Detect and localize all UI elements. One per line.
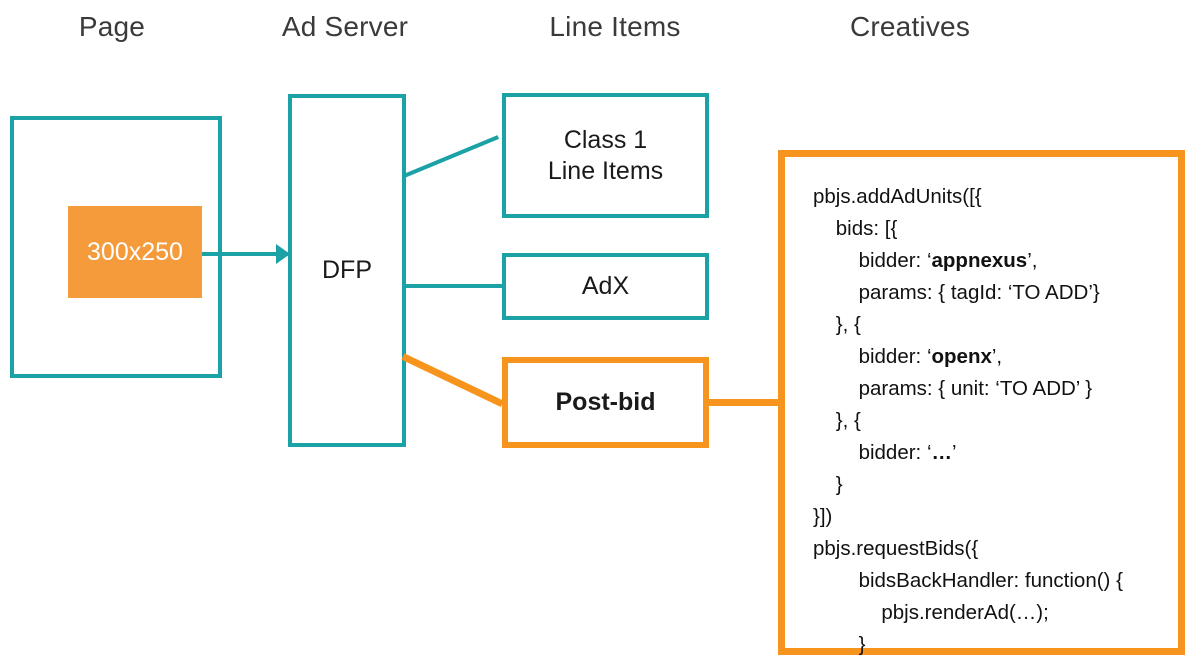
line-item-box-class1: Class 1 Line Items bbox=[502, 93, 709, 218]
connector-ad-slot-to-dfp bbox=[202, 252, 288, 256]
code-line: }, { bbox=[813, 409, 861, 432]
arrow-head-icon bbox=[276, 244, 290, 264]
connector-dfp-to-adx bbox=[404, 284, 504, 288]
line-item-box-adx: AdX bbox=[502, 253, 709, 320]
code-line: pbjs.addAdUnits([{ bbox=[813, 185, 982, 208]
code-line: bidder: ‘openx’, bbox=[813, 345, 1003, 368]
code-line: bidsBackHandler: function() { bbox=[813, 569, 1123, 592]
column-header-line-items: Line Items bbox=[549, 11, 681, 42]
column-header-ad-server: Ad Server bbox=[281, 11, 409, 42]
code-line: params: { tagId: ‘TO ADD’} bbox=[813, 281, 1100, 304]
line-item-label-postbid: Post-bid bbox=[555, 388, 656, 416]
code-line: } bbox=[813, 633, 866, 656]
ad-server-dfp-box: DFP bbox=[288, 94, 406, 447]
connector-postbid-to-creative bbox=[705, 399, 783, 406]
code-line: }, { bbox=[813, 313, 861, 336]
line-item-box-postbid: Post-bid bbox=[502, 357, 709, 448]
code-line: bids: [{ bbox=[813, 217, 898, 240]
code-line: bidder: ‘appnexus’, bbox=[813, 249, 1038, 272]
code-line: params: { unit: ‘TO ADD’ } bbox=[813, 377, 1093, 400]
code-line: bidder: ‘…’ bbox=[813, 441, 957, 464]
code-line: pbjs.requestBids({ bbox=[813, 537, 979, 560]
creative-code-lines: pbjs.addAdUnits([{ bids: [{ bidder: ‘app… bbox=[813, 181, 1178, 664]
column-header-creatives: Creatives bbox=[849, 11, 971, 42]
code-line: }]) bbox=[813, 505, 833, 528]
connector-dfp-to-postbid bbox=[401, 353, 504, 408]
ad-slot-300x250: 300x250 bbox=[68, 206, 202, 298]
dfp-label: DFP bbox=[322, 256, 372, 284]
column-header-page: Page bbox=[78, 11, 146, 42]
code-line: } bbox=[813, 473, 843, 496]
creative-code-block: pbjs.addAdUnits([{ bids: [{ bidder: ‘app… bbox=[778, 150, 1185, 656]
ad-slot-label: 300x250 bbox=[87, 238, 183, 266]
code-line: pbjs.renderAd(…); bbox=[813, 601, 1049, 624]
line-item-label-class1: Class 1 Line Items bbox=[547, 125, 664, 185]
line-item-label-adx: AdX bbox=[581, 272, 630, 300]
connector-dfp-to-class1 bbox=[403, 135, 500, 178]
